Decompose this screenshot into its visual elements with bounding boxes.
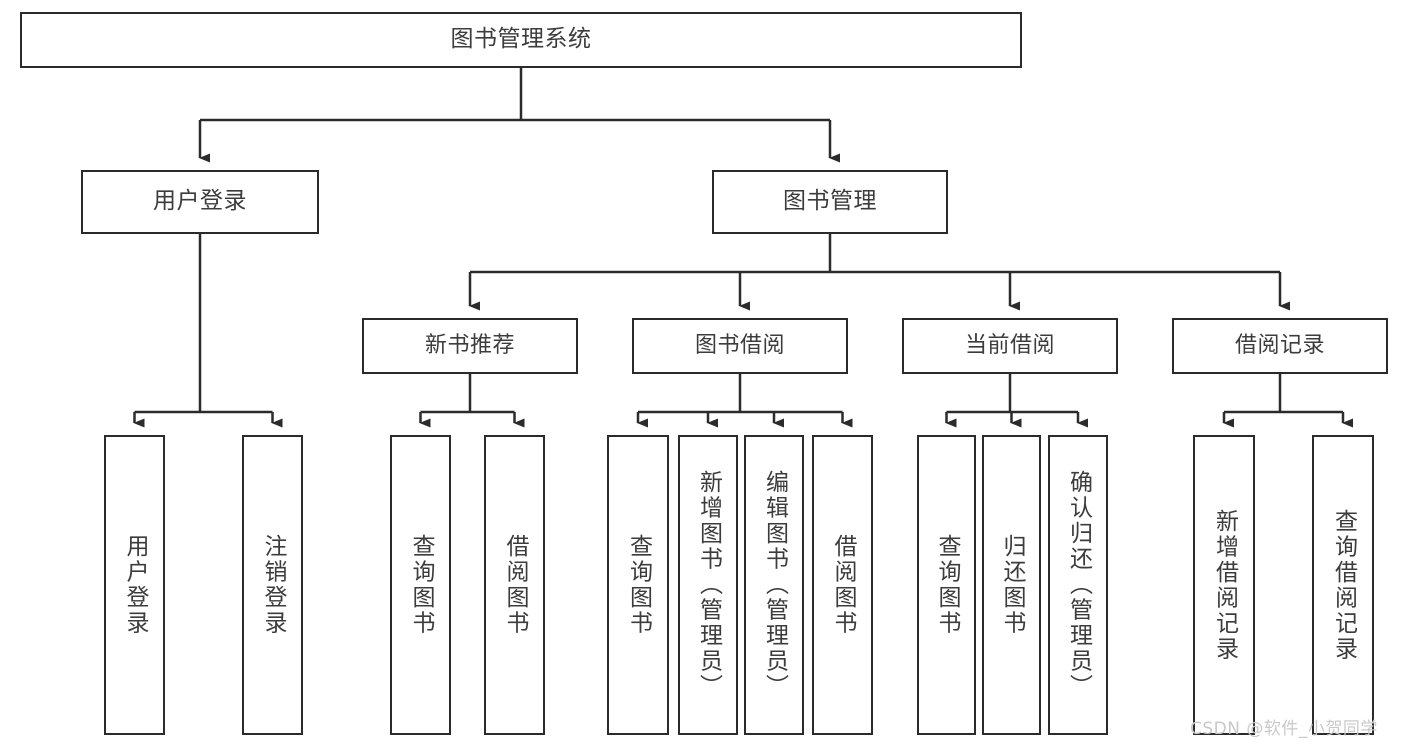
- leaf-node-label: 新增图书（管理员）: [695, 470, 722, 700]
- leaf-node-label: 查询借阅记录: [1330, 508, 1357, 662]
- level2-node-1[interactable]: 图书借阅: [632, 318, 848, 374]
- leaf-node-11[interactable]: 新增借阅记录: [1193, 435, 1255, 735]
- level1-node-label: 用户登录: [153, 188, 247, 215]
- level1-node-1[interactable]: 图书管理: [712, 170, 948, 234]
- level1-node-label: 图书管理: [783, 188, 877, 215]
- leaf-node-3[interactable]: 借阅图书: [484, 435, 545, 735]
- leaf-node-10[interactable]: 确认归还（管理员）: [1048, 435, 1108, 735]
- level2-node-3[interactable]: 借阅记录: [1172, 318, 1388, 374]
- level2-node-0[interactable]: 新书推荐: [362, 318, 578, 374]
- leaf-node-label: 归还图书: [999, 534, 1025, 636]
- level2-node-label: 当前借阅: [964, 333, 1055, 359]
- leaf-node-label: 借阅图书: [502, 534, 528, 636]
- leaf-node-12[interactable]: 查询借阅记录: [1312, 435, 1374, 735]
- root-node-0[interactable]: 图书管理系统: [20, 12, 1022, 68]
- leaf-node-6[interactable]: 编辑图书（管理员）: [744, 435, 804, 735]
- leaf-node-2[interactable]: 查询图书: [390, 435, 451, 735]
- leaf-node-label: 用户登录: [122, 534, 148, 636]
- level2-node-2[interactable]: 当前借阅: [902, 318, 1118, 374]
- leaf-node-label: 新增借阅记录: [1211, 508, 1238, 662]
- leaf-node-0[interactable]: 用户登录: [104, 435, 165, 735]
- leaf-node-label: 查询图书: [408, 534, 434, 636]
- level1-node-0[interactable]: 用户登录: [81, 170, 319, 234]
- leaf-node-label: 查询图书: [625, 534, 652, 636]
- leaf-node-label: 确认归还（管理员）: [1065, 470, 1092, 700]
- level2-node-label: 图书借阅: [694, 333, 785, 359]
- leaf-node-9[interactable]: 归还图书: [982, 435, 1041, 735]
- leaf-node-1[interactable]: 注销登录: [242, 435, 303, 735]
- leaf-node-8[interactable]: 查询图书: [917, 435, 976, 735]
- level2-node-label: 新书推荐: [424, 333, 515, 359]
- level2-node-label: 借阅记录: [1234, 333, 1325, 359]
- root-node-label: 图书管理系统: [450, 26, 592, 53]
- leaf-node-label: 注销登录: [260, 534, 286, 636]
- leaf-node-label: 查询图书: [934, 534, 960, 636]
- leaf-node-7[interactable]: 借阅图书: [812, 435, 873, 735]
- leaf-node-5[interactable]: 新增图书（管理员）: [678, 435, 738, 735]
- leaf-node-label: 编辑图书（管理员）: [761, 470, 788, 700]
- leaf-node-label: 借阅图书: [830, 534, 856, 636]
- leaf-node-4[interactable]: 查询图书: [607, 435, 669, 735]
